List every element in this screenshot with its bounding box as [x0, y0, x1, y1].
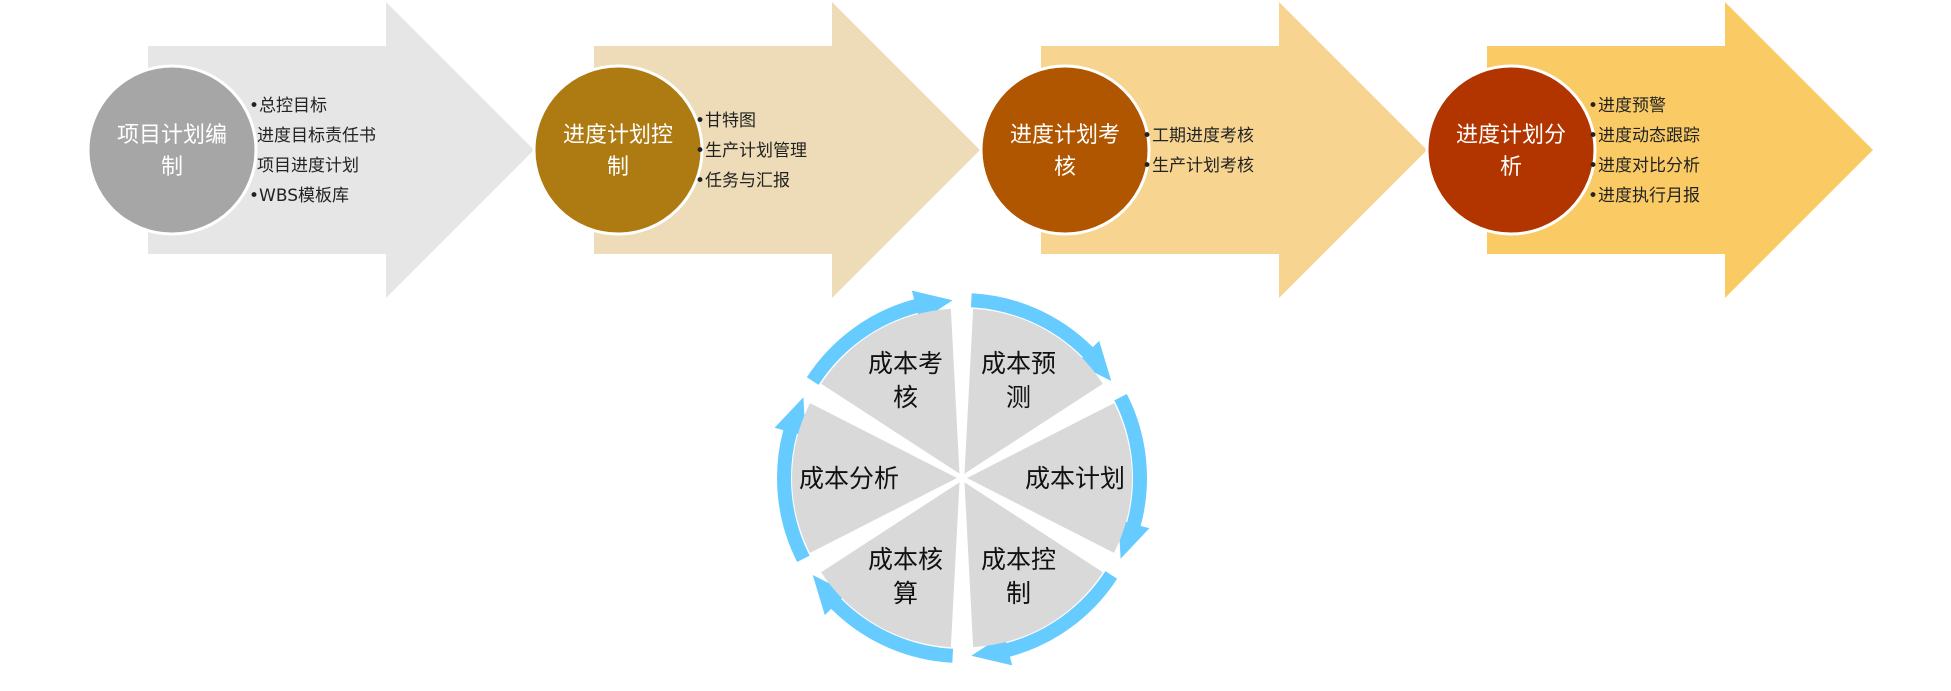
step-title-line: 制 [607, 155, 629, 180]
step-bullet-item: •工期进度考核 [1142, 126, 1254, 146]
cycle-segment-label: 成本计划 [1025, 464, 1125, 493]
cycle-segment [964, 308, 1103, 474]
cycle-arrow [1114, 394, 1150, 559]
cycle-segment-label: 成本分析 [799, 464, 899, 493]
cycle-segment-label: 成本核 [868, 545, 943, 574]
step-circle [1425, 64, 1597, 236]
cycle-segment [821, 308, 960, 474]
step-bullet-item: •进度对比分析 [1588, 156, 1700, 176]
step-title-line: 项目计划编 [117, 123, 227, 148]
cycle-segment-label: 成本预 [981, 349, 1056, 378]
cycle-segment-label: 制 [1006, 579, 1031, 608]
step-bullet-item: •总控目标 [249, 96, 327, 116]
step-title-line: 核 [1054, 155, 1076, 180]
cycle-segment-label: 成本考 [868, 349, 943, 378]
step-bullet-item: •进度预警 [1588, 96, 1666, 116]
step-bullet-item: •任务与汇报 [695, 171, 790, 191]
step-circle [979, 64, 1151, 236]
cycle-segment-label: 成本控 [981, 545, 1056, 574]
step-arrow [1041, 2, 1427, 298]
cycle-segment-label: 算 [893, 579, 918, 608]
step-arrow [1487, 2, 1873, 298]
cycle-arrow [806, 290, 953, 385]
step-bullet-item: 项目进度计划 [257, 156, 359, 176]
step-title-line: 进度计划分 [1456, 123, 1566, 148]
step-bullet-item: •生产计划管理 [695, 141, 807, 161]
cycle-segment [791, 403, 957, 553]
cycle-arrow [970, 293, 1112, 382]
cycle-segment-label: 核 [893, 383, 918, 412]
step-title-line: 制 [161, 155, 183, 180]
cycle-segment-label: 测 [1006, 383, 1031, 412]
step-bullet-item: •进度动态跟踪 [1588, 126, 1700, 146]
step-title-line: 进度计划控 [563, 123, 673, 148]
cycle-segment [821, 482, 960, 648]
step-circle [532, 64, 704, 236]
step-circle [86, 64, 258, 236]
cycle-arrow [812, 574, 954, 663]
step-title-line: 进度计划考 [1010, 123, 1120, 148]
step-title-line: 析 [1500, 155, 1522, 180]
step-bullet-item: •WBS模板库 [249, 186, 349, 206]
cycle-segment [967, 403, 1132, 553]
step-bullet-item: •生产计划考核 [1142, 156, 1254, 176]
step-bullet-item: •甘特图 [695, 111, 756, 131]
cycle-arrow [971, 571, 1118, 666]
step-arrow [594, 2, 980, 298]
step-bullet-item: 进度目标责任书 [257, 126, 376, 146]
cycle-arrow [774, 397, 810, 562]
step-arrow [148, 2, 534, 298]
step-bullet-item: •进度执行月报 [1588, 186, 1700, 206]
cycle-segment [964, 482, 1103, 648]
